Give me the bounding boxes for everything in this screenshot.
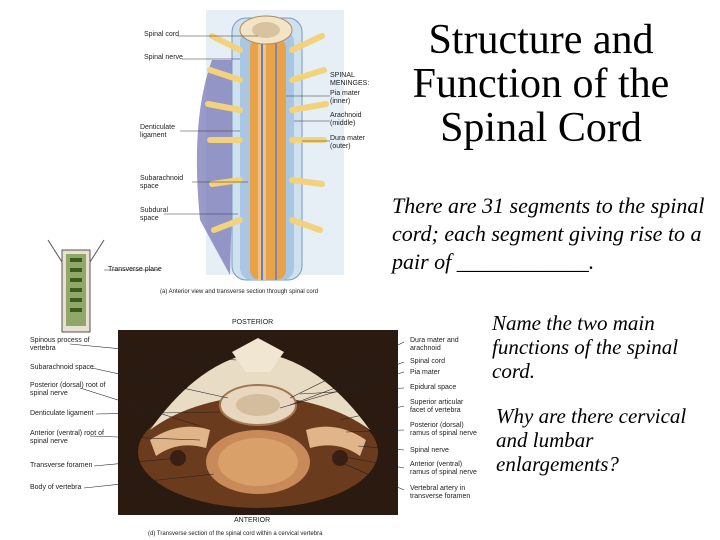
label-anterior: ANTERIOR (234, 517, 271, 524)
left-label: Denticulate ligament (30, 410, 94, 417)
label-subdural-space: Subdural space (140, 207, 169, 222)
label-posterior: POSTERIOR (232, 319, 274, 326)
left-label: Body of vertebra (30, 484, 82, 491)
label-pia-mater: Pia mater (inner) (330, 90, 360, 105)
intro-text: There are 31 segments to the spinal cord… (392, 193, 705, 274)
right-label: Anterior (ventral) ramus of spinal nerve (410, 461, 477, 476)
left-label: Spinous process of vertebra (30, 337, 90, 352)
left-label: Transverse foramen (30, 462, 93, 469)
right-label: Epidural space (410, 384, 457, 391)
left-label: Subarachnoid space (30, 364, 94, 371)
figure-a-caption: (a) Anterior view and transverse section… (160, 289, 319, 295)
figure-b-caption: (d) Transverse section of the spinal cor… (148, 531, 323, 537)
right-label: Spinal nerve (410, 447, 449, 454)
label-dura-mater: Dura mater (outer) (330, 135, 366, 150)
right-label: Posterior (dorsal) ramus of spinal nerve (410, 422, 477, 437)
label-meninges: SPINAL MENINGES: (330, 72, 370, 87)
left-label: Posterior (dorsal) root of spinal nerve (30, 382, 106, 397)
right-label: Vertebral artery in transverse foramen (410, 485, 471, 500)
right-label: Pia mater (410, 369, 440, 376)
right-label: Superior articular facet of vertebra (410, 399, 464, 414)
slide-title: Structure and Function of the Spinal Cor… (412, 17, 670, 151)
right-label: Dura mater and arachnoid (410, 337, 459, 352)
question-enlargements: Why are there cervical and lumbar enlarg… (496, 404, 687, 476)
label-subarachnoid-space: Subarachnoid space (140, 175, 184, 190)
left-label: Anterior (ventral) root of spinal nerve (30, 430, 104, 445)
question-functions: Name the two main functions of the spina… (492, 311, 679, 383)
right-label: Spinal cord (410, 358, 446, 365)
label-denticulate-ligament: Denticulate ligament (140, 124, 176, 139)
label-spinal-nerve: Spinal nerve (144, 54, 183, 61)
label-arachnoid: Arachnoid (middle) (330, 112, 362, 127)
label-transverse-plane: Transverse plane (108, 266, 162, 273)
label-spinal-cord: Spinal cord (144, 31, 180, 38)
